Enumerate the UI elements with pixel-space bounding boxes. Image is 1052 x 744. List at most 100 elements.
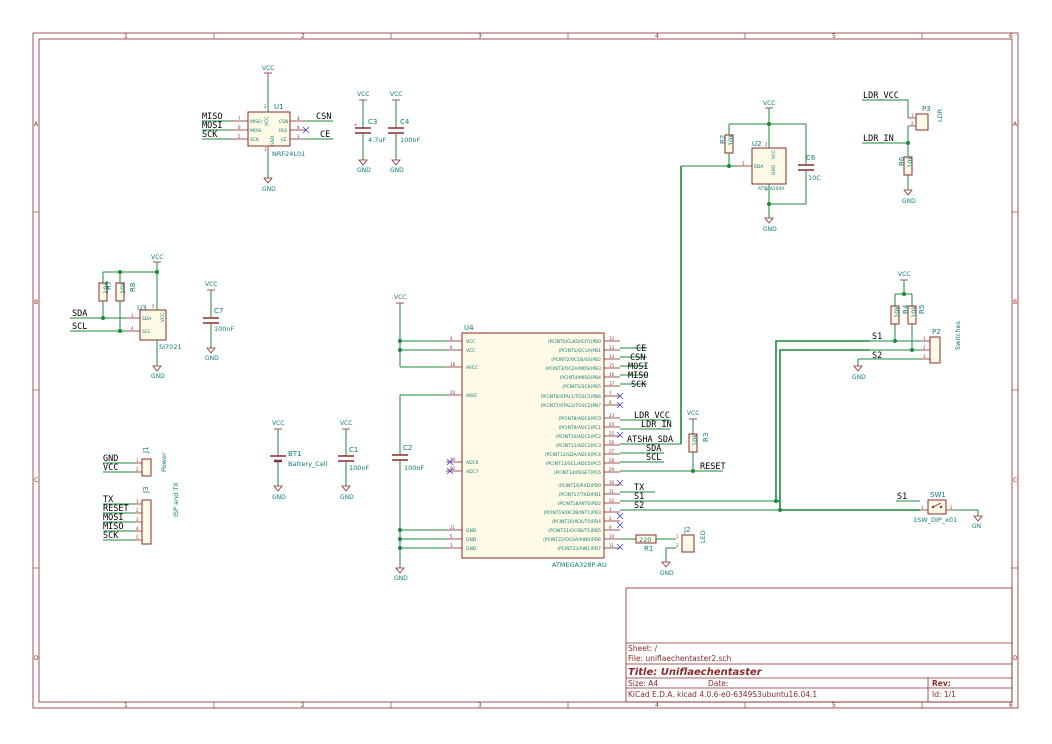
u4-s2-label: S2 bbox=[634, 501, 644, 511]
u1-sck-label: SCK bbox=[202, 130, 218, 140]
svg-text:VCC: VCC bbox=[898, 271, 910, 278]
svg-text:5: 5 bbox=[152, 304, 155, 309]
c1-value: 100nF bbox=[349, 464, 370, 472]
u4-pin-10-number: 10 bbox=[609, 534, 615, 539]
u4-pin-16-label: (PCINT4/MISO)PB4 bbox=[560, 375, 602, 381]
zone-col-1: 1 bbox=[124, 33, 128, 40]
sw1-value: 1SW_DIP_x01 bbox=[913, 516, 957, 524]
bt1-battery: VCC GND BT1 Battery_Cell bbox=[270, 420, 328, 501]
u4-pin-12-number: 12 bbox=[609, 336, 615, 341]
u4-pin-11-label: (PCINT23/AIN1)PD7 bbox=[557, 546, 601, 552]
svg-text:SCL: SCL bbox=[142, 329, 151, 335]
u4-pin-8-number: 8 bbox=[609, 400, 612, 405]
c6-ref: C6 bbox=[806, 154, 816, 162]
r1-j2-led: 220 R1 GND 1 2 J2 LED bbox=[635, 526, 707, 577]
c7-ref: C7 bbox=[214, 307, 223, 315]
u4-pin-29-number: 29 bbox=[609, 467, 615, 472]
svg-text:+: + bbox=[354, 122, 357, 127]
u4-pin-6-label: VCC bbox=[466, 348, 475, 354]
sw1-ref: SW1 bbox=[930, 491, 946, 499]
c6-value: 10C bbox=[808, 174, 821, 182]
u1-vcc-label: VCC bbox=[262, 65, 274, 72]
u4-pin-11-number: 11 bbox=[609, 543, 615, 548]
u4-ldr-vcc-label: LDR_VCC bbox=[634, 411, 670, 421]
u4-atsha-sda-label: ATSHA_SDA bbox=[627, 435, 673, 445]
u4-pin-14-label: (PCINT2/OC1B/SS)PB2 bbox=[551, 357, 601, 363]
u4-mosi-label: MOSI bbox=[628, 362, 648, 372]
svg-text:2: 2 bbox=[136, 467, 139, 472]
id-label: Id: 1/1 bbox=[932, 690, 956, 699]
u3-ref: U3 bbox=[137, 304, 147, 312]
u4-pin-26-label: (PCINT11/ADC3)PC3 bbox=[556, 443, 601, 449]
zone-row-c-right: C bbox=[1013, 477, 1017, 484]
svg-text:1: 1 bbox=[136, 499, 139, 504]
u4-pin-2-number: 2 bbox=[609, 516, 612, 521]
u4-pin-1-label: (PCINT19/OC2B/INT1)PD3 bbox=[543, 510, 601, 516]
u4-pin-23-number: 23 bbox=[609, 413, 615, 418]
svg-text:VCC: VCC bbox=[264, 117, 270, 126]
j3-mosi-label: MOSI bbox=[103, 513, 123, 523]
u4-pin-13-label: (PCINT1/OC1A)PB1 bbox=[559, 348, 602, 354]
r4-value: 10k bbox=[893, 306, 901, 318]
switch-bus-wires bbox=[774, 340, 920, 512]
u4-s1-label: S1 bbox=[634, 492, 644, 502]
svg-text:GND: GND bbox=[270, 135, 276, 146]
zone-col-4-bottom: 4 bbox=[655, 702, 659, 709]
u4-pin-10-label: (PCINT22/OC0A/AIN0)PD6 bbox=[543, 537, 601, 543]
u4-csn-label: CSN bbox=[630, 353, 645, 363]
u4-microcontroller: U4 ATMEGA328P-AU 4VCC6VCC18AVCC20AREF19A… bbox=[392, 294, 780, 582]
u1-radio-module: VCC 2 MISO MOSI SCK CSN IRQ CE VCC GND 7… bbox=[202, 65, 333, 193]
svg-text:2: 2 bbox=[264, 104, 267, 109]
r1-value: 220 bbox=[639, 536, 651, 544]
j3-tx-label: TX bbox=[103, 495, 114, 505]
c4-capacitor: VCC GND C4 100nF bbox=[388, 91, 421, 174]
j1-gnd-label: GND bbox=[103, 454, 118, 464]
svg-text:4: 4 bbox=[297, 116, 300, 121]
size-label: Size: A4 bbox=[628, 679, 658, 688]
r8-value: 10k bbox=[119, 282, 127, 294]
p2-s2-label: S2 bbox=[872, 351, 882, 361]
svg-text:1: 1 bbox=[676, 534, 679, 539]
zone-row-a: A bbox=[34, 121, 39, 128]
r6-value: 10k bbox=[906, 156, 914, 168]
u4-pin-7-label: (PCINT6/XTAL1/TOSC1)PB6 bbox=[541, 394, 602, 400]
zone-row-d-right: D bbox=[1013, 655, 1018, 662]
u4-pin-31-label: (PCINT17/TXD)PD1 bbox=[559, 492, 602, 498]
u4-pin-21-number: 21 bbox=[450, 525, 456, 530]
svg-text:2: 2 bbox=[911, 121, 914, 126]
svg-text:SDA: SDA bbox=[142, 316, 152, 322]
svg-text:VCC: VCC bbox=[357, 91, 369, 98]
zone-row-b: B bbox=[34, 299, 38, 306]
svg-text:IRQ: IRQ bbox=[279, 128, 287, 134]
svg-text:VCC: VCC bbox=[340, 420, 352, 427]
c7-capacitor: VCC GND C7 100nF bbox=[203, 281, 235, 362]
svg-text:1: 1 bbox=[136, 458, 139, 463]
zone-row-b-right: B bbox=[1013, 299, 1017, 306]
u4-pin-16-number: 16 bbox=[609, 372, 615, 377]
rev-label: Rev: bbox=[932, 679, 951, 688]
u4-pin-5-label: GND bbox=[466, 537, 477, 543]
p3-ref: P3 bbox=[922, 105, 931, 113]
svg-text:3: 3 bbox=[297, 134, 300, 139]
svg-text:VCC: VCC bbox=[687, 410, 699, 417]
svg-text:VCC: VCC bbox=[272, 420, 284, 427]
u4-pin-4-number: 4 bbox=[450, 336, 453, 341]
svg-text:GND: GND bbox=[272, 494, 286, 501]
r5-value: 10k bbox=[910, 306, 918, 318]
u4-pin-32-number: 32 bbox=[609, 498, 615, 503]
u4-pin-27-label: (PCINT12/SDA/ADC4)PC4 bbox=[545, 452, 601, 458]
u4-pin-17-number: 17 bbox=[609, 381, 615, 386]
c3-capacitor: VCC + GND C3 4.7uF bbox=[354, 91, 386, 174]
u4-pin-29-label: (PCINT14/RESET)PC6 bbox=[554, 470, 601, 476]
bt1-ref: BT1 bbox=[288, 450, 302, 458]
u4-ce-label: CE bbox=[636, 344, 646, 354]
title-block: Sheet: / File: uniflaechentaster2.sch Ti… bbox=[625, 587, 1013, 703]
ldr-in-label: LDR_IN bbox=[863, 134, 894, 144]
svg-text:VCC: VCC bbox=[160, 313, 166, 322]
bt1-value: Battery_Cell bbox=[288, 460, 328, 468]
svg-text:CE: CE bbox=[281, 137, 287, 143]
u2-value: ATSHA204A bbox=[758, 186, 785, 192]
zone-col-2: 2 bbox=[301, 33, 305, 40]
svg-text:3: 3 bbox=[765, 187, 768, 192]
u4-pin-9-label: (PCINT21/OC0B/T1)PD5 bbox=[548, 528, 601, 534]
